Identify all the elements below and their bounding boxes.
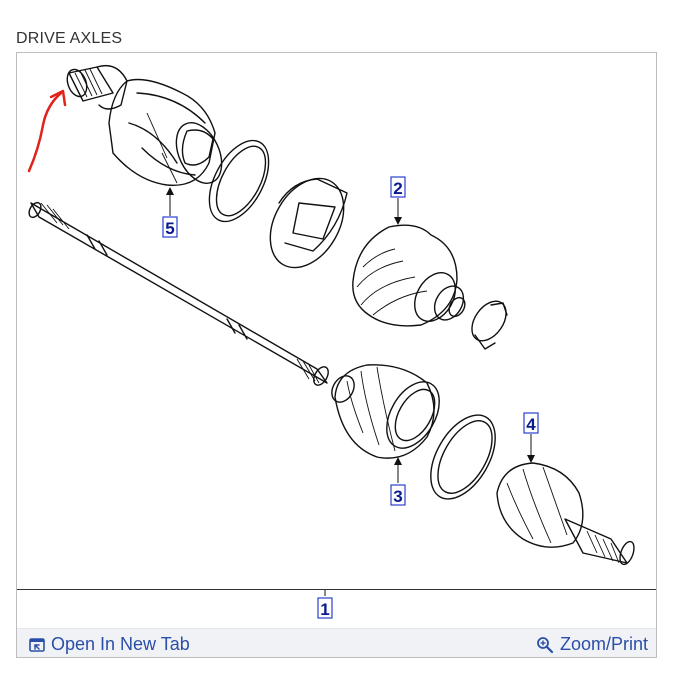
axle-shaft	[28, 201, 329, 386]
section-title: DRIVE AXLES	[16, 30, 123, 47]
inner-cv-joint-housing	[66, 64, 223, 187]
zoom-print-link[interactable]: Zoom/Print	[536, 634, 648, 655]
callout-4-label: 4	[526, 415, 536, 434]
circlip-ring-upper	[208, 139, 270, 223]
diagram-panel: 5 2 3 4	[16, 52, 657, 658]
zoom-magnifier-icon	[537, 636, 554, 653]
callout-1-area: 1	[17, 590, 656, 628]
callout-1[interactable]: 1	[317, 597, 333, 619]
outer-cv-joint	[496, 462, 635, 566]
circlip-ring-lower	[430, 414, 496, 500]
exploded-view-svg: 5 2 3 4	[27, 64, 635, 566]
callout-3[interactable]: 3	[390, 457, 406, 506]
callout-2-label: 2	[393, 179, 402, 198]
callout-4[interactable]: 4	[523, 412, 539, 463]
open-in-new-tab-icon	[29, 637, 45, 652]
drive-axle-diagram[interactable]: 5 2 3 4	[17, 53, 656, 590]
callout-2[interactable]: 2	[390, 176, 406, 225]
open-in-new-tab-link[interactable]: Open In New Tab	[29, 634, 190, 655]
boot-clamp-small	[471, 300, 508, 350]
callout-1-label: 1	[320, 600, 329, 619]
red-annotation-arrow	[27, 89, 67, 173]
open-in-new-tab-label: Open In New Tab	[51, 634, 190, 654]
callout-3-label: 3	[393, 487, 402, 506]
zoom-print-label: Zoom/Print	[559, 634, 648, 654]
diagram-footer: Open In New Tab Zoom/Print	[17, 628, 656, 657]
tripod-bearing-ring	[269, 177, 348, 269]
callout-5-label: 5	[165, 219, 174, 238]
callout-5[interactable]: 5	[162, 187, 178, 238]
outer-cv-boot	[331, 364, 440, 459]
inner-cv-boot	[352, 224, 466, 327]
